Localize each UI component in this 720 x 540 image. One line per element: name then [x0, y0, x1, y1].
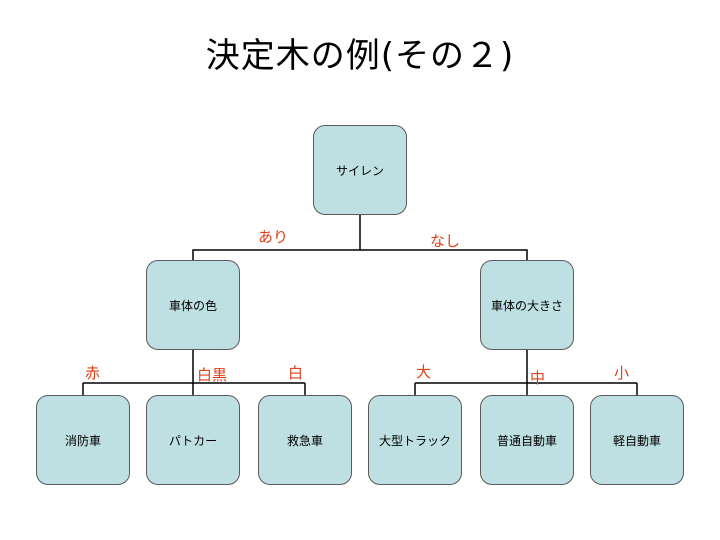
- leaf-kei-car-label: 軽自動車: [612, 433, 661, 448]
- leaf-ambulance-label: 救急車: [286, 433, 323, 448]
- edge-label-large: 大: [416, 363, 432, 381]
- leaf-large-truck: 大型トラック: [368, 395, 462, 485]
- branch-label-no: なし: [430, 232, 461, 250]
- node-body-size-label: 車体の大きさ: [490, 298, 563, 313]
- leaf-large-truck-label: 大型トラック: [378, 433, 451, 448]
- connector-root-right: [360, 249, 528, 260]
- root-node-siren: サイレン: [313, 125, 407, 215]
- root-node-label: サイレン: [335, 163, 384, 178]
- edge-label-white: 白: [288, 364, 304, 382]
- node-body-size: 車体の大きさ: [480, 260, 574, 350]
- node-body-color-label: 車体の色: [168, 298, 217, 313]
- leaf-kei-car: 軽自動車: [590, 395, 684, 485]
- edge-label-medium: 中: [530, 369, 546, 387]
- edge-label-red: 赤: [85, 364, 101, 382]
- leaf-police-car-label: パトカー: [168, 433, 218, 448]
- leaf-ambulance: 救急車: [258, 395, 352, 485]
- leaf-fire-truck: 消防車: [36, 395, 130, 485]
- edge-label-small: 小: [614, 364, 630, 382]
- edge-label-white-black: 白黒: [197, 366, 228, 384]
- connector-root-left: [192, 215, 361, 260]
- diagram-title: 決定木の例(その２): [205, 36, 515, 76]
- branch-label-yes: あり: [258, 228, 289, 246]
- leaf-ordinary-car-label: 普通自動車: [496, 433, 557, 448]
- leaf-ordinary-car: 普通自動車: [480, 395, 574, 485]
- node-body-color: 車体の色: [146, 260, 240, 350]
- leaf-fire-truck-label: 消防車: [64, 433, 101, 448]
- leaf-police-car: パトカー: [146, 395, 240, 485]
